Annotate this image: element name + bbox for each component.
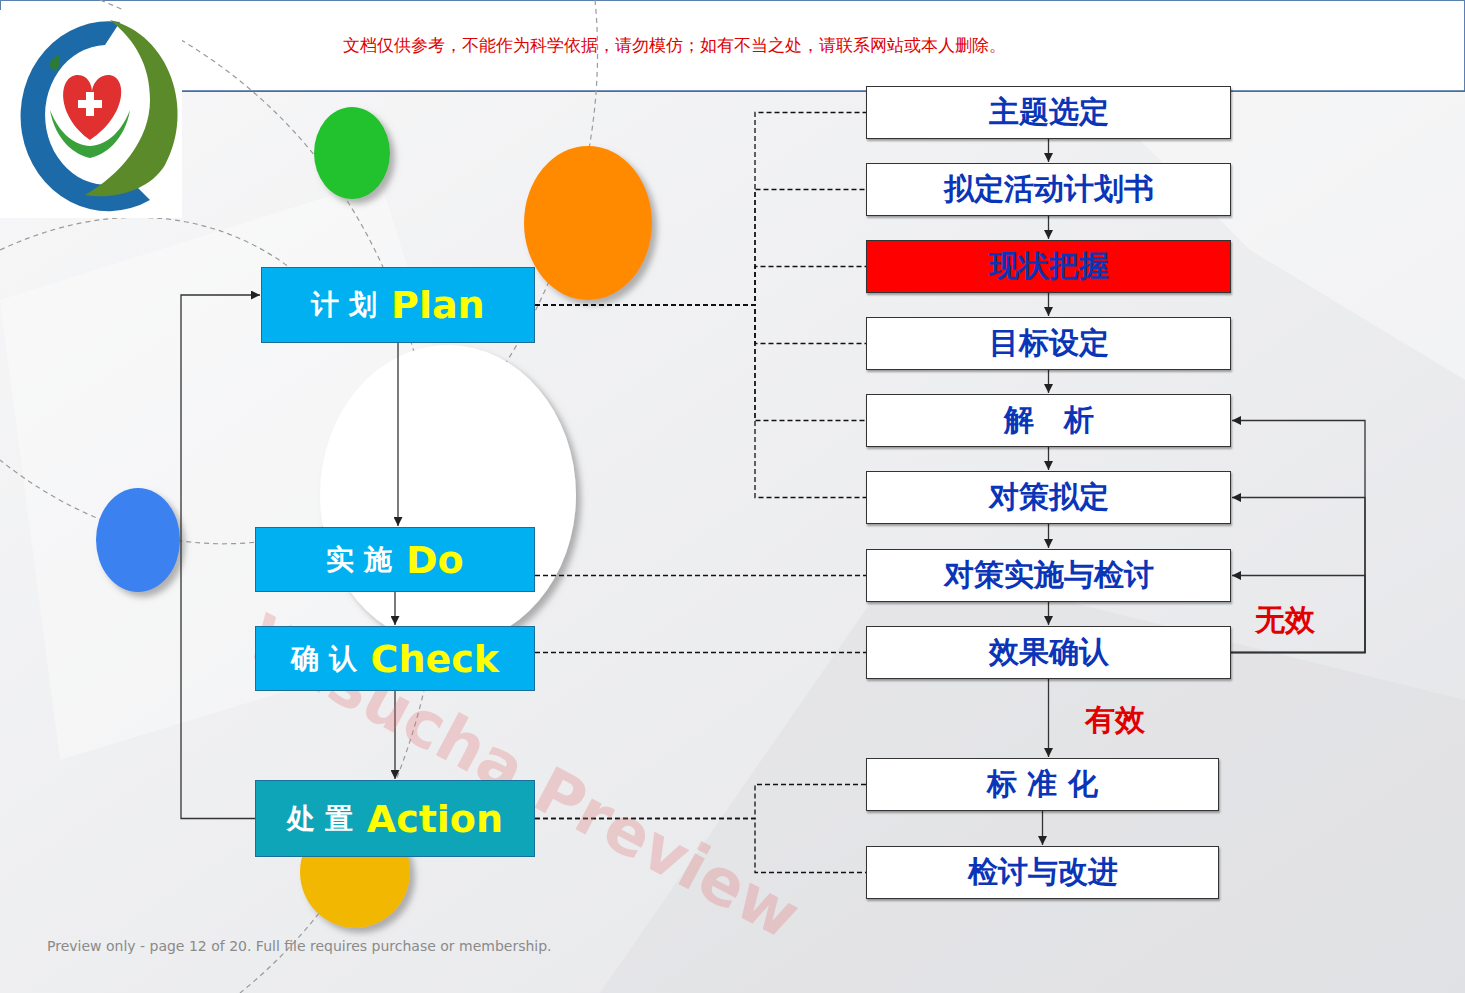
- dashed-link: [535, 113, 866, 306]
- header-band: [1, 1, 1465, 92]
- footer-note: Preview only - page 12 of 20. Full file …: [47, 938, 552, 954]
- step-box: 解 析: [866, 394, 1231, 447]
- step-box: 对策拟定: [866, 471, 1231, 524]
- step-box: 效果确认: [866, 626, 1231, 679]
- step-label: 效果确认: [989, 632, 1109, 673]
- flow-arrow: [1048, 602, 1049, 625]
- step-box: 现状把握: [866, 240, 1231, 293]
- stage-name-zh: 处 置: [287, 800, 353, 838]
- flow-arrow: [394, 592, 395, 625]
- dashed-link: [535, 785, 866, 819]
- step-box: 目标设定: [866, 317, 1231, 370]
- stage-name-zh: 实 施: [326, 541, 392, 579]
- green-circle: [314, 107, 390, 199]
- disclaimer: 文档仅供参考，不能作为科学依据，请勿模仿；如有不当之处，请联系网站或本人删除。: [343, 34, 1006, 57]
- dashed-arcs: [0, 0, 598, 993]
- stage-name-en: Do: [406, 538, 464, 582]
- white-circle: [320, 345, 576, 645]
- flow-arrow: [1048, 524, 1049, 548]
- flow-arrow: [397, 343, 398, 526]
- step-box: 对策实施与检讨: [866, 549, 1231, 602]
- dashed-link: [535, 190, 866, 306]
- flow-arrow: [1048, 370, 1049, 393]
- do-box: 实 施 Do: [255, 527, 535, 592]
- facet: [600, 560, 1465, 993]
- dashed-link: [535, 305, 866, 421]
- edge-label: 有效: [1085, 700, 1145, 741]
- flow-arrow: [1042, 811, 1043, 845]
- dashed-link: [535, 305, 866, 498]
- action-box: 处 置 Action: [255, 780, 535, 857]
- dashed-link: [535, 575, 866, 576]
- step-label: 目标设定: [989, 323, 1109, 364]
- flow-arrow: [1048, 216, 1049, 239]
- flow-arrow: [1231, 576, 1365, 653]
- dashed-link: [535, 819, 866, 873]
- step-box: 拟定活动计划书: [866, 163, 1231, 216]
- flow-arrow: [181, 295, 260, 819]
- step-box: 检讨与改进: [866, 846, 1219, 899]
- step-label: 解 析: [1004, 400, 1094, 441]
- dashed-link: [535, 267, 866, 306]
- step-label: 标 准 化: [987, 764, 1098, 805]
- flow-arrow: [1048, 293, 1049, 316]
- step-label: 对策拟定: [989, 477, 1109, 518]
- orange-circle: [524, 146, 652, 300]
- edge-label: 无效: [1255, 600, 1315, 641]
- stage-name-zh: 计 划: [311, 286, 377, 324]
- stage-name-en: Plan: [391, 283, 485, 327]
- flow-arrow: [1048, 679, 1049, 757]
- flow-arrow: [1231, 498, 1365, 653]
- step-label: 现状把握: [989, 246, 1109, 287]
- flow-arrow: [1048, 139, 1049, 162]
- dashed-link: [535, 305, 866, 344]
- check-box: 确 认 Check: [255, 626, 535, 691]
- dashed-link: [535, 652, 866, 653]
- stage-name-en: Action: [367, 797, 503, 841]
- step-box: 主题选定: [866, 86, 1231, 139]
- step-label: 对策实施与检讨: [944, 555, 1154, 596]
- stage-name-en: Check: [371, 637, 500, 681]
- flow-arrow: [394, 691, 395, 779]
- step-label: 拟定活动计划书: [944, 169, 1154, 210]
- logo: [0, 10, 182, 218]
- flow-arrow: [1048, 447, 1049, 470]
- step-label: 检讨与改进: [968, 852, 1118, 893]
- step-box: 标 准 化: [866, 758, 1219, 811]
- flow-arrow: [1231, 421, 1365, 653]
- step-label: 主题选定: [989, 92, 1109, 133]
- stage-name-zh: 确 认: [291, 640, 357, 678]
- blue-circle: [96, 488, 180, 592]
- plan-box: 计 划 Plan: [261, 267, 535, 343]
- header-rule: [180, 90, 1465, 92]
